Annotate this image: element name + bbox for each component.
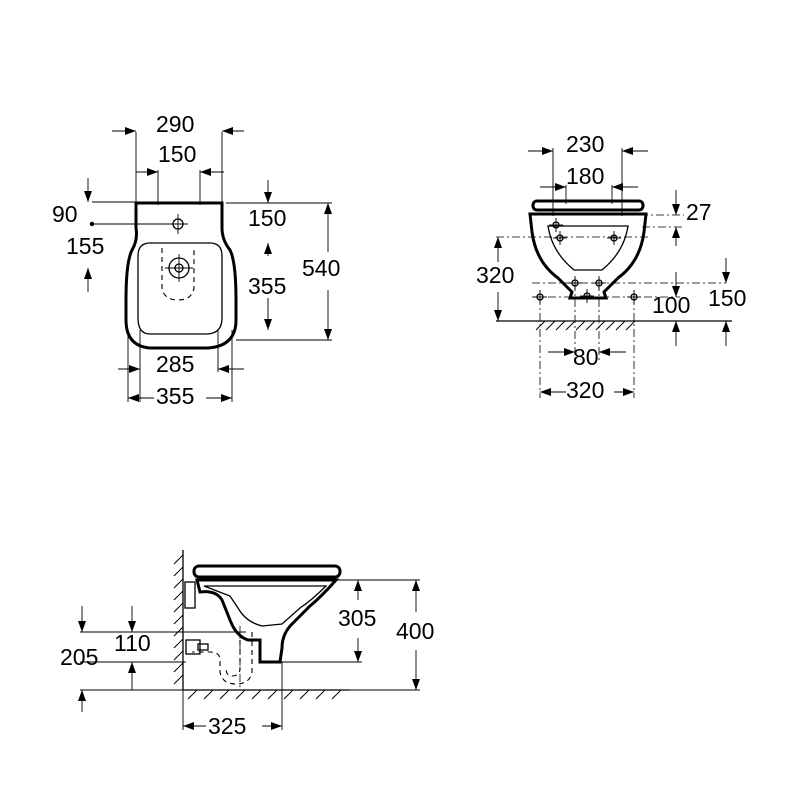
dim-100: 100 [652, 292, 690, 318]
wall-hatch [173, 554, 184, 685]
body-inner-rear [547, 225, 629, 271]
body-outline-side [195, 578, 340, 664]
dim-205: 205 [60, 644, 98, 670]
wall-bracket [184, 581, 196, 609]
top-view: 290 150 90 155 150 355 540 285 355 [52, 111, 340, 409]
dim-80: 80 [573, 344, 599, 370]
dim-90: 90 [52, 201, 78, 227]
bowl-inner-top [137, 242, 223, 335]
tap-hole [168, 214, 188, 234]
dim-320-height: 320 [476, 262, 514, 288]
dim-150-front: 150 [248, 205, 286, 231]
dim-305: 305 [338, 605, 376, 631]
dim-320-width: 320 [566, 377, 604, 403]
siphon [192, 632, 253, 685]
dim-155: 155 [66, 233, 104, 259]
dim-290: 290 [156, 111, 194, 137]
dim-150-supply: 150 [708, 285, 746, 311]
dim-180: 180 [566, 163, 604, 189]
body-outline-rear [528, 212, 648, 300]
dim-230: 230 [566, 131, 604, 157]
floor-hatch-side [187, 689, 342, 700]
drain-hole [165, 254, 193, 282]
body-inner-side [203, 585, 328, 627]
rim-top [531, 199, 645, 212]
dim-355-bowl: 355 [248, 273, 286, 299]
dim-27: 27 [686, 199, 712, 225]
rear-view: 230 180 27 320 100 150 80 320 [476, 131, 746, 403]
dim-110: 110 [114, 630, 151, 656]
drain-channel [161, 248, 195, 301]
dim-150-tap-spacing: 150 [158, 141, 196, 167]
dim-540: 540 [302, 255, 340, 281]
lid-side [192, 564, 342, 579]
dim-325: 325 [208, 713, 246, 739]
side-view: 305 400 205 110 325 [60, 550, 434, 739]
supply-valve [185, 639, 209, 655]
dim-285: 285 [156, 351, 194, 377]
bidet-outline-top [124, 201, 238, 350]
dim-355-width: 355 [156, 383, 194, 409]
dim-400: 400 [396, 618, 434, 644]
floor-hatch-rear [535, 320, 636, 331]
